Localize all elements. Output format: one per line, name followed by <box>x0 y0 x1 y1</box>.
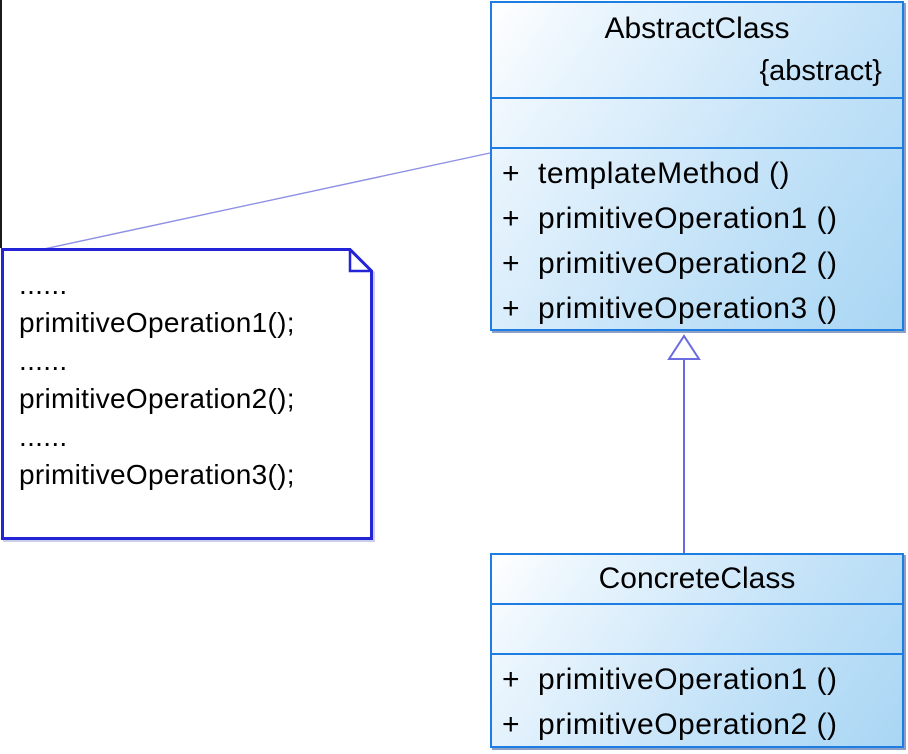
method-label: primitiveOperation2 () <box>538 708 838 741</box>
visibility-sign: + <box>502 157 521 190</box>
visibility-sign: + <box>502 708 521 741</box>
method-label: templateMethod () <box>538 157 790 190</box>
method-label: primitiveOperation2 () <box>538 247 838 280</box>
abstractclass-attributes-compartment <box>492 97 902 147</box>
visibility-sign: + <box>502 663 521 696</box>
visibility-sign: + <box>502 247 521 280</box>
class-name: ConcreteClass <box>598 562 796 595</box>
note-line: primitiveOperation3(); <box>19 459 295 490</box>
note-text: ...... primitiveOperation1(); ...... pri… <box>19 266 359 494</box>
abstractclass-title-compartment: AbstractClass {abstract} <box>492 3 902 97</box>
note-line: primitiveOperation2(); <box>19 383 295 414</box>
method-row: + templateMethod () <box>502 151 896 196</box>
class-box-abstractclass: AbstractClass {abstract} + templateMetho… <box>490 1 904 331</box>
method-row: + primitiveOperation1 () <box>502 657 896 702</box>
note-outline <box>1 248 373 540</box>
visibility-sign: + <box>502 292 521 325</box>
method-row: + primitiveOperation3 () <box>502 286 896 331</box>
uml-note: ...... primitiveOperation1(); ...... pri… <box>1 248 373 540</box>
method-label: primitiveOperation1 () <box>538 202 838 235</box>
concreteclass-attributes-compartment <box>492 603 902 653</box>
class-name: AbstractClass <box>604 12 790 45</box>
concreteclass-title-compartment: ConcreteClass <box>492 555 902 603</box>
method-label: primitiveOperation1 () <box>538 663 838 696</box>
visibility-sign: + <box>502 202 521 235</box>
note-shape <box>1 248 373 540</box>
note-line: primitiveOperation1(); <box>19 307 295 338</box>
generalization-triangle-icon <box>667 334 701 360</box>
note-dogear-icon <box>348 250 371 273</box>
class-box-concreteclass: ConcreteClass + primitiveOperation1 () +… <box>490 553 904 748</box>
abstractclass-methods-compartment: + templateMethod () + primitiveOperation… <box>492 147 902 329</box>
cropped-figure-edge <box>0 0 2 248</box>
abstract-stereotype: {abstract} <box>759 55 882 87</box>
method-row: + primitiveOperation2 () <box>502 702 896 747</box>
concreteclass-methods-compartment: + primitiveOperation1 () + primitiveOper… <box>492 653 902 746</box>
note-line: ...... <box>19 345 68 376</box>
note-line: ...... <box>19 421 68 452</box>
note-line: ...... <box>19 269 68 300</box>
method-label: primitiveOperation3 () <box>538 292 838 325</box>
method-row: + primitiveOperation1 () <box>502 196 896 241</box>
method-row: + primitiveOperation2 () <box>502 241 896 286</box>
note-anchor-line <box>15 152 491 256</box>
